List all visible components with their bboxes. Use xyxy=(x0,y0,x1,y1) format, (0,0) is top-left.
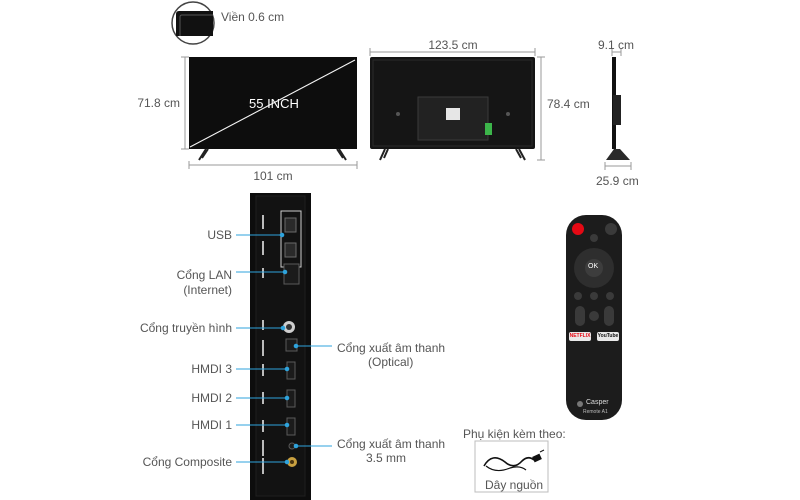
youtube-button-label: YouTube xyxy=(597,333,619,339)
netflix-button-label: NETFLIX xyxy=(569,333,591,339)
accessories-title: Phụ kiện kèm theo: xyxy=(463,427,566,441)
tv-front-view xyxy=(189,57,357,161)
front-width-label: 101 cm xyxy=(253,169,293,183)
back-height-label: 78.4 cm xyxy=(547,97,590,111)
lan-sub-label: (Internet) xyxy=(183,283,232,297)
power-cord-label: Dây nguồn xyxy=(485,478,544,492)
front-dimension-lines xyxy=(181,56,358,169)
audio35-label: Cổng xuất âm thanh xyxy=(337,437,446,451)
tv-back-view xyxy=(370,57,535,161)
remote-model-label: Remote A1 xyxy=(583,409,608,415)
stand-depth-label: 25.9 cm xyxy=(596,174,639,188)
remote-control xyxy=(566,215,622,420)
remote-ok-label: OK xyxy=(588,263,599,270)
port-leader-lines xyxy=(236,232,332,465)
hdmi1-label: HMDI 1 xyxy=(191,418,232,432)
power-cord xyxy=(474,440,549,493)
bezel-label: Viền 0.6 cm xyxy=(221,10,285,24)
screen-size-label: 55 INCH xyxy=(249,96,299,111)
back-width-label: 123.5 cm xyxy=(428,38,478,52)
bezel-detail xyxy=(171,1,215,45)
hdmi3-label: HMDI 3 xyxy=(191,362,232,376)
lan-label: Cổng LAN xyxy=(176,268,232,282)
optical-label: Cổng xuất âm thanh xyxy=(337,341,446,355)
tv-side-view xyxy=(606,57,630,160)
remote-brand-label: Casper xyxy=(586,399,609,406)
audio35-sub-label: 3.5 mm xyxy=(366,451,407,465)
composite-label: Cổng Composite xyxy=(142,455,232,469)
side-depth-label: 9.1 cm xyxy=(598,38,635,52)
hdmi2-label: HMDI 2 xyxy=(191,391,232,405)
antenna-label: Cổng truyền hình xyxy=(139,321,232,335)
optical-sub-label: (Optical) xyxy=(368,355,414,369)
side-dimension-lines xyxy=(604,48,632,170)
front-height-label: 71.8 cm xyxy=(137,96,180,110)
usb-label: USB xyxy=(207,228,232,242)
back-dimension-lines xyxy=(369,48,545,161)
